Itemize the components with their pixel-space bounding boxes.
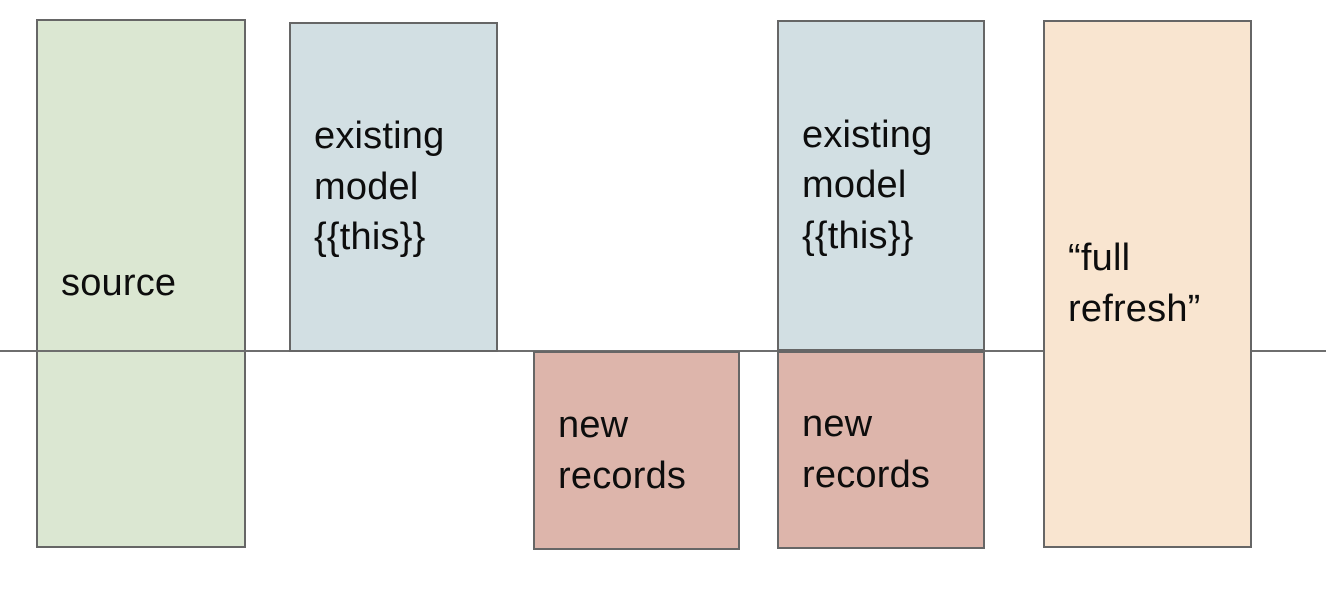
box-new-records-left: new records (533, 351, 740, 550)
box-existing-model-left: existing model {{this}} (289, 22, 498, 352)
box-existing-model-left-label: existing model {{this}} (314, 115, 445, 259)
box-new-records-right-label: new records (802, 403, 931, 496)
box-existing-model-right: existing model {{this}} (777, 20, 985, 351)
box-source-label: source (61, 262, 177, 305)
box-new-records-left-label: new records (558, 403, 687, 497)
box-full-refresh: “full refresh” (1043, 20, 1252, 548)
box-new-records-right: new records (777, 351, 985, 549)
box-existing-model-right-label: existing model {{this}} (802, 113, 933, 257)
box-source: source (36, 19, 246, 548)
box-full-refresh-label: “full refresh” (1068, 237, 1201, 330)
